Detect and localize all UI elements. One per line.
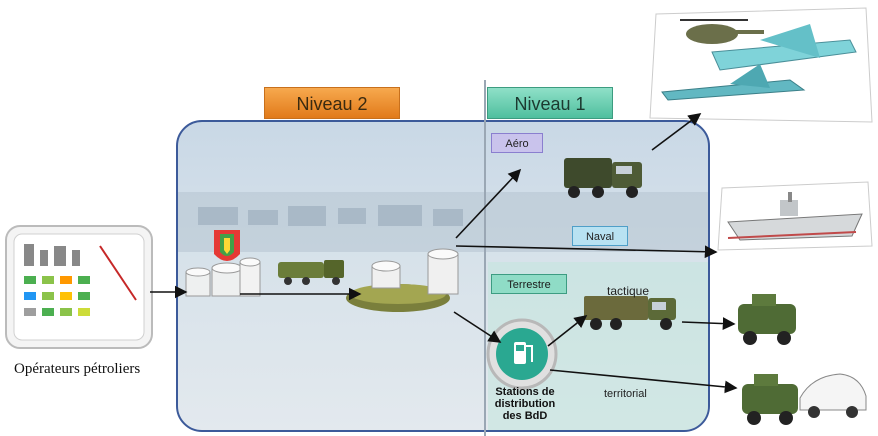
fuel-pump-icon: [486, 318, 558, 390]
fuel-bladder-icon: [346, 284, 450, 312]
niveau-2-label: Niveau 2: [264, 87, 400, 119]
fuel-tanks-icon: [371, 248, 459, 295]
armored-vehicle-icon: [742, 374, 798, 425]
military-truck-icon: [584, 296, 676, 330]
fighter-jet-icon: [661, 64, 806, 101]
car-icon: [799, 373, 867, 418]
aero-box: Aéro: [491, 133, 543, 153]
armored-vehicle-icon: [738, 294, 796, 345]
tactique-label: tactique: [607, 284, 650, 298]
operateurs-petroliers-label: Opérateurs pétroliers: [14, 361, 141, 377]
stations-label-line: Stations de: [495, 386, 555, 398]
helicopter-icon: [680, 19, 764, 44]
stations-label: Stations de distribution des BdD: [488, 386, 562, 422]
stations-label-line: des BdD: [502, 410, 548, 422]
flow-arrows: [150, 113, 738, 394]
transport-aircraft-icon: [711, 24, 857, 71]
stations-label-line: distribution: [494, 398, 556, 410]
territorial-label: territorial: [604, 388, 647, 400]
niveau-1-label: Niveau 1: [487, 87, 613, 119]
fuel-depot-icon: [185, 257, 261, 297]
warship-icon: [727, 192, 863, 241]
naval-box: Naval: [572, 226, 628, 246]
terrestre-box: Terrestre: [491, 274, 567, 294]
army-badge-icon: [214, 230, 240, 261]
fuel-truck-icon: [278, 260, 344, 285]
military-truck-icon: [564, 158, 642, 198]
refinery-icon: [5, 225, 153, 349]
level-divider: [484, 80, 486, 436]
